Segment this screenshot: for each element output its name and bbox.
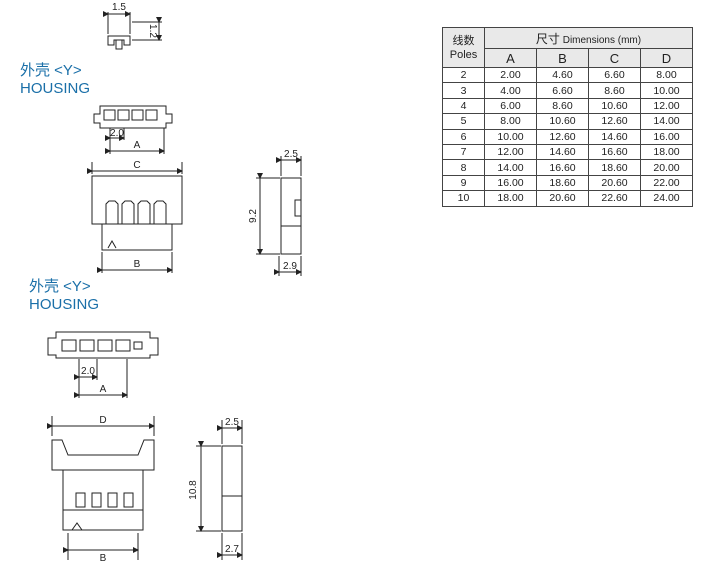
dimension-cell: 4.60 (536, 66, 589, 84)
column-header: C (588, 48, 641, 68)
dimension-cell: 24.00 (640, 190, 693, 207)
housing-label-bottom-en: HOUSING (29, 296, 100, 313)
dimension-cell: 14.60 (536, 143, 589, 161)
dimension-cell: 16.60 (536, 159, 589, 176)
poles-cell: 5 (442, 113, 485, 130)
dimensions-header-cn: 尺寸 (535, 31, 560, 46)
dimension-cell: 16.00 (484, 174, 537, 192)
dim-top-width: 1.5 (112, 2, 126, 13)
housing2-top-view (47, 331, 159, 398)
poles-cell: 6 (442, 128, 485, 145)
dimension-cell: 22.60 (588, 190, 641, 207)
dim-a-1: A (134, 140, 141, 151)
dim-a-2: A (100, 384, 107, 395)
dimension-cell: 14.00 (484, 159, 537, 176)
dim-pitch-1: 2.0 (110, 128, 124, 139)
dimension-cell: 4.00 (484, 82, 537, 99)
dimension-cell: 10.00 (640, 82, 693, 99)
dim-top-height: 1.2 (147, 24, 158, 38)
housing-label-top-en: HOUSING (20, 80, 91, 97)
dimensions-header: 尺寸 Dimensions (mm) (484, 27, 693, 49)
dimension-cell: 10.00 (484, 128, 537, 145)
column-header: D (640, 48, 693, 68)
dimension-cell: 12.60 (536, 128, 589, 145)
dimension-cell: 10.60 (588, 97, 641, 115)
dimension-cell: 6.60 (536, 82, 589, 99)
dimension-cell: 22.00 (640, 174, 693, 192)
dim-side1-height: 9.2 (248, 209, 259, 223)
housing2-front-view (47, 416, 155, 560)
housing-label-bottom-cn: 外壳 <Y> (29, 278, 91, 295)
dimensions-header-en: Dimensions (mm) (562, 34, 642, 46)
housing-label-top: 外壳 <Y> HOUSING (20, 62, 90, 98)
poles-cell: 8 (442, 159, 485, 176)
dimension-cell: 14.60 (588, 128, 641, 145)
poles-cell: 4 (442, 97, 485, 115)
housing-label-top-cn: 外壳 <Y> (20, 62, 82, 79)
dimension-cell: 18.00 (484, 190, 537, 207)
dimension-cell: 18.60 (588, 159, 641, 176)
poles-cell: 7 (442, 143, 485, 161)
dimension-cell: 16.60 (588, 143, 641, 161)
dim-pitch-2: 2.0 (81, 366, 95, 377)
dim-side2-top: 2.5 (225, 417, 239, 428)
dimension-cell: 8.00 (484, 113, 537, 130)
dim-c-1: C (133, 160, 140, 171)
dimension-cell: 2.00 (484, 66, 537, 84)
dim-side1-top: 2.5 (284, 149, 298, 160)
poles-header-cn: 线数 (452, 34, 475, 47)
dimension-cell: 8.00 (640, 66, 693, 84)
housing2-side-view (196, 420, 243, 560)
poles-header: 线数 Poles (442, 27, 485, 68)
dimension-cell: 18.60 (536, 174, 589, 192)
dim-side2-height: 10.8 (188, 480, 199, 500)
dimension-cell: 20.60 (536, 190, 589, 207)
poles-cell: 2 (442, 66, 485, 84)
dimension-cell: 10.60 (536, 113, 589, 130)
poles-cell: 9 (442, 174, 485, 192)
dimension-cell: 16.00 (640, 128, 693, 145)
dimension-cell: 8.60 (588, 82, 641, 99)
dimension-cell: 12.60 (588, 113, 641, 130)
dimension-cell: 18.00 (640, 143, 693, 161)
housing1-front-view (87, 162, 183, 273)
dim-b-1: B (134, 259, 141, 270)
housing1-top-view (93, 105, 173, 154)
top-end-view (103, 11, 162, 50)
dim-d-2: D (99, 415, 106, 426)
column-header: B (536, 48, 589, 68)
dimension-cell: 14.00 (640, 113, 693, 130)
poles-cell: 10 (442, 190, 485, 207)
dimension-cell: 20.60 (588, 174, 641, 192)
poles-cell: 3 (442, 82, 485, 99)
dim-b-2: B (100, 553, 107, 563)
dimension-cell: 12.00 (484, 143, 537, 161)
dimension-cell: 20.00 (640, 159, 693, 176)
housing1-side-view (256, 156, 302, 276)
dimension-cell: 8.60 (536, 97, 589, 115)
column-header: A (484, 48, 537, 68)
dim-side1-bottom: 2.9 (283, 261, 297, 272)
poles-header-en: Poles (449, 48, 478, 61)
dimension-cell: 6.00 (484, 97, 537, 115)
dimension-cell: 6.60 (588, 66, 641, 84)
dim-side2-bottom: 2.7 (225, 544, 239, 555)
housing-label-bottom: 外壳 <Y> HOUSING (29, 278, 99, 314)
dimension-cell: 12.00 (640, 97, 693, 115)
